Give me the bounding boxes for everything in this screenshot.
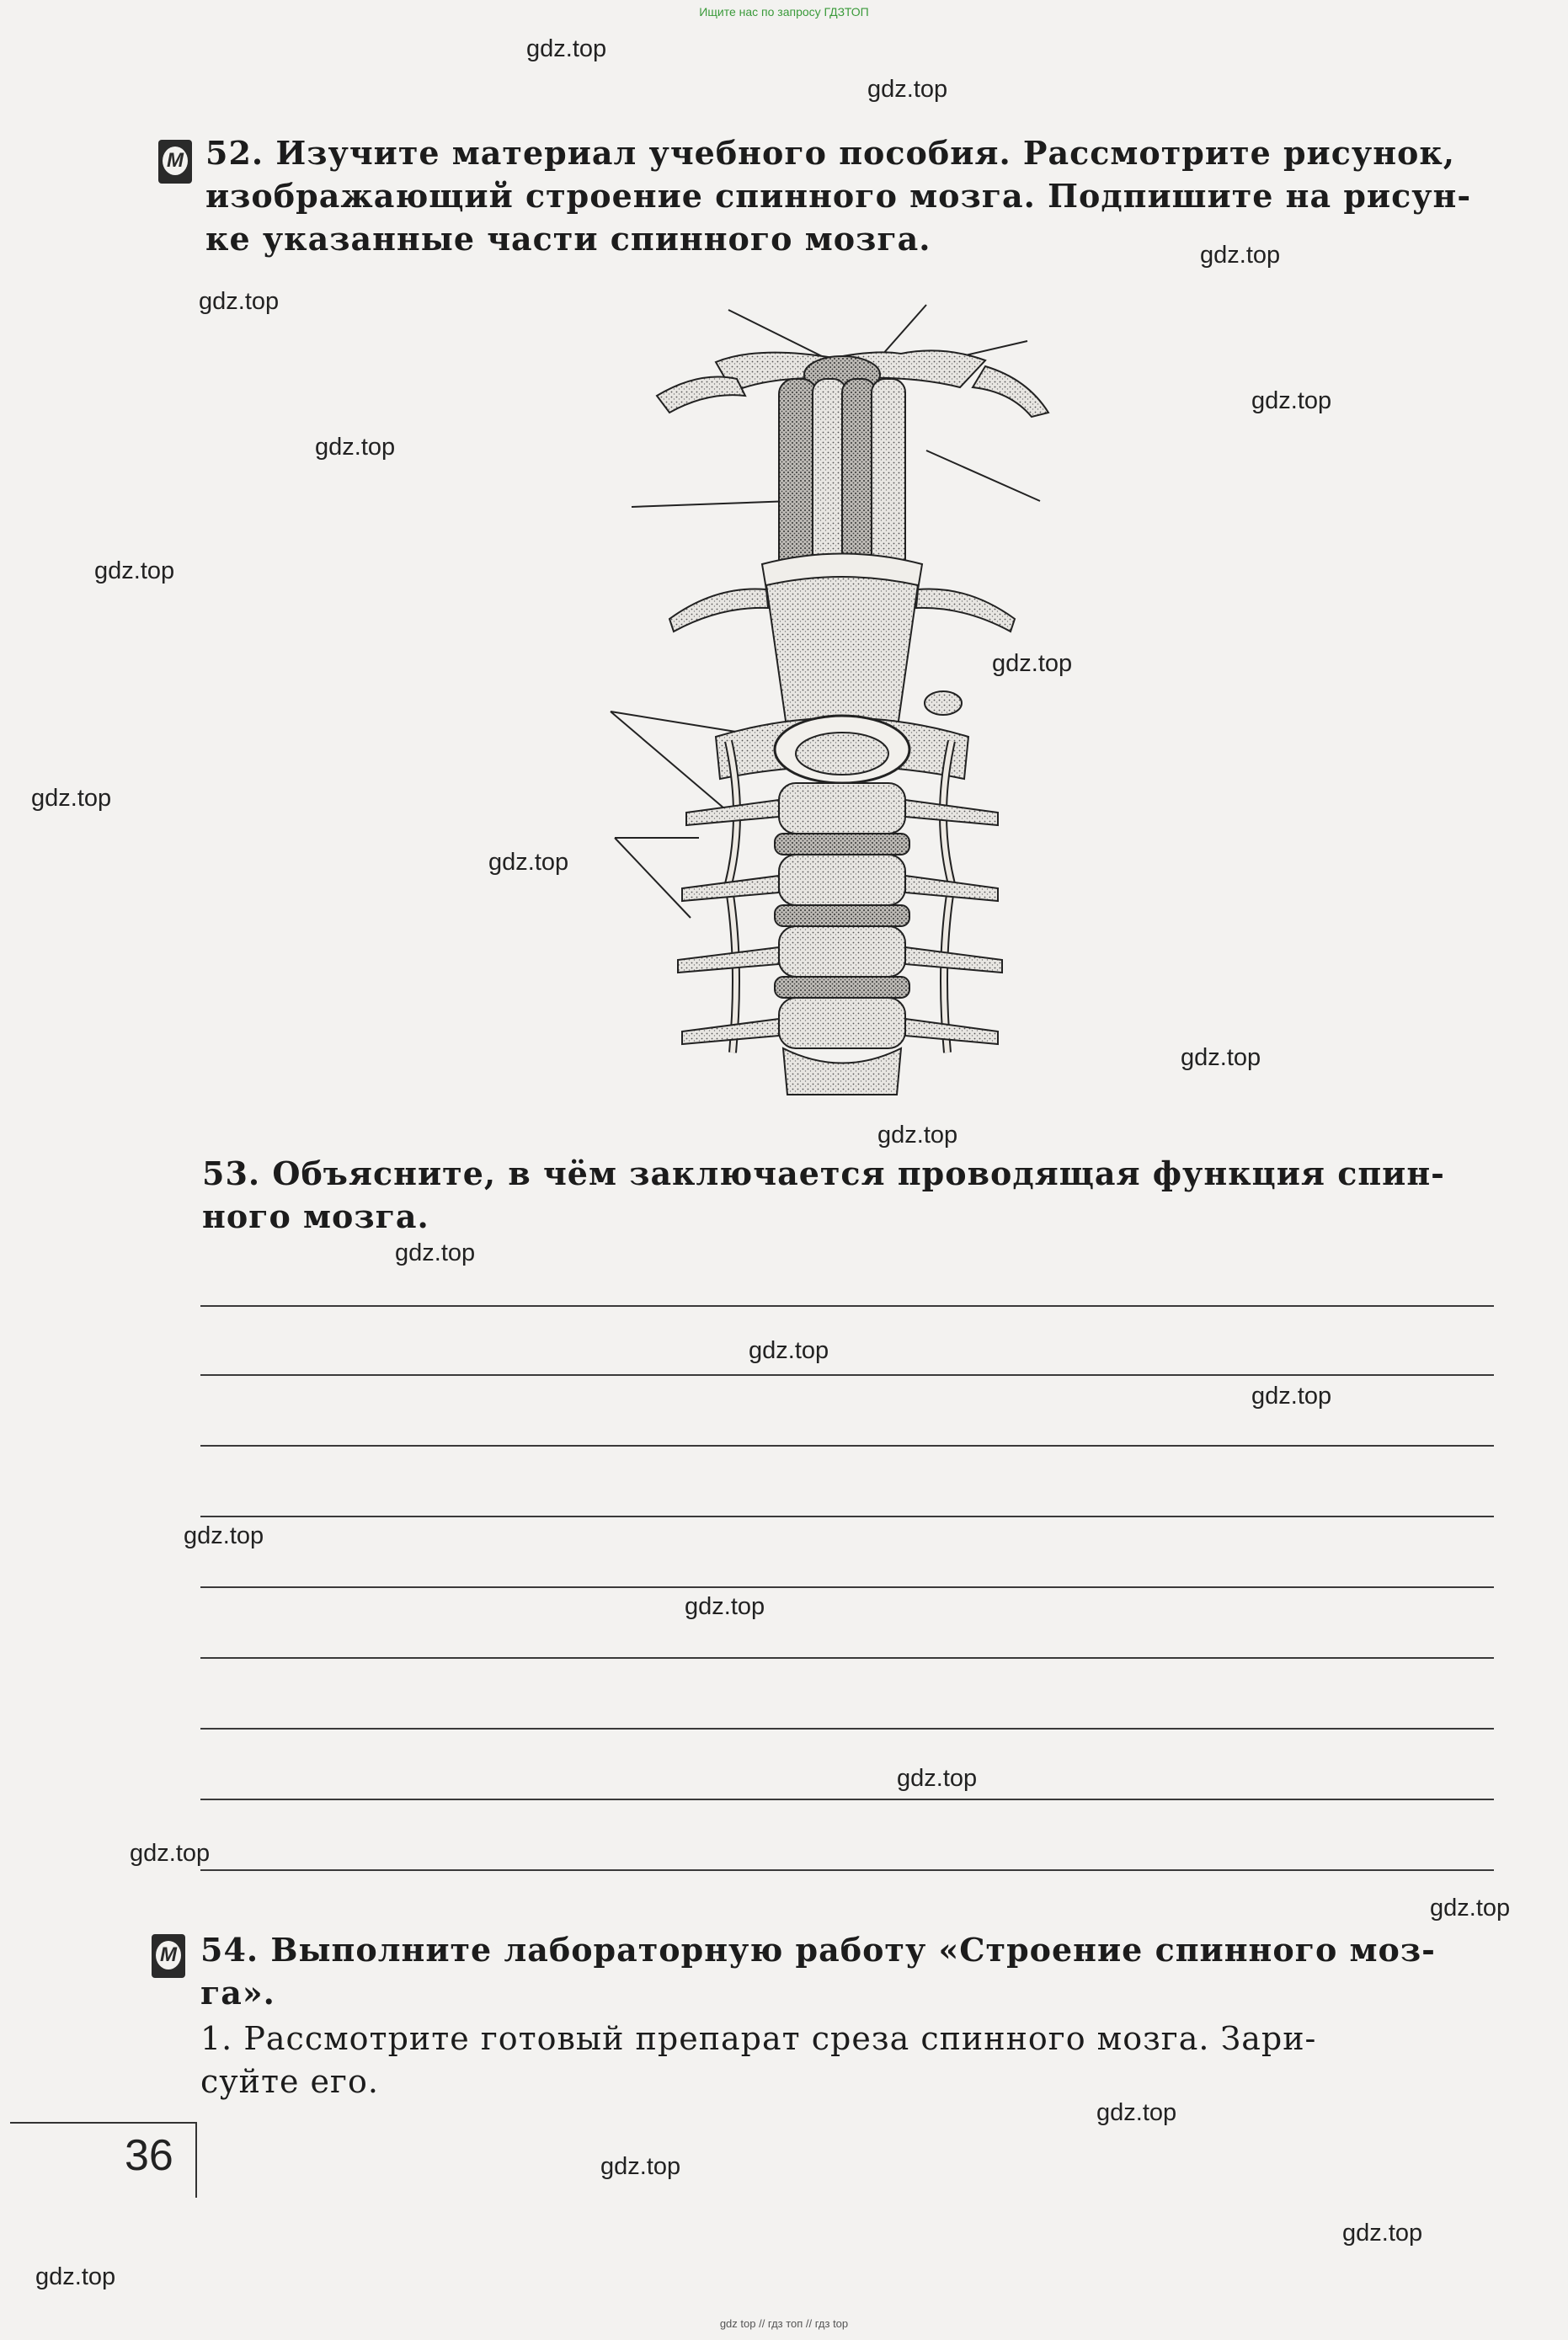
vertebra-body bbox=[774, 782, 910, 1095]
task-54-line: 54. Выполните лабораторную работу «Строе… bbox=[200, 1931, 1436, 1969]
leader-line bbox=[610, 711, 725, 809]
watermark: gdz.top bbox=[992, 650, 1073, 677]
watermark: gdz.top bbox=[130, 1840, 211, 1867]
watermark: gdz.top bbox=[315, 434, 396, 461]
answer-line[interactable] bbox=[200, 1516, 1494, 1517]
watermark: gdz.top bbox=[184, 1522, 264, 1549]
answer-line[interactable] bbox=[200, 1445, 1494, 1447]
answer-line[interactable] bbox=[200, 1657, 1494, 1659]
watermark: gdz.top bbox=[395, 1239, 476, 1266]
watermark: gdz.top bbox=[1200, 242, 1281, 269]
answer-line[interactable] bbox=[200, 1305, 1494, 1307]
watermark: gdz.top bbox=[526, 35, 607, 62]
watermark: gdz.top bbox=[31, 785, 112, 812]
watermark: gdz.top bbox=[897, 1765, 978, 1792]
leader-line bbox=[631, 500, 792, 508]
task-52-line: ке указанные части спинного мозга. bbox=[205, 220, 931, 258]
page-number: 36 bbox=[125, 2131, 173, 2180]
task-53-line: ного мозга. bbox=[202, 1197, 429, 1235]
watermark: gdz.top bbox=[1096, 2099, 1177, 2126]
watermark: gdz.top bbox=[94, 557, 175, 584]
task-52-line: изображающий строение спинного мозга. По… bbox=[205, 177, 1472, 215]
bottom-banner: gdz top // гдз топ // гдз top bbox=[719, 2317, 849, 2330]
top-banner: Ищите нас по запросу ГДЗТОП bbox=[699, 5, 869, 19]
watermark: gdz.top bbox=[685, 1593, 765, 1620]
leader-line bbox=[728, 309, 835, 363]
answer-line[interactable] bbox=[200, 1869, 1494, 1871]
method-icon-letter: M bbox=[160, 1943, 177, 1966]
method-icon: M bbox=[152, 1934, 185, 1978]
answer-line[interactable] bbox=[200, 1728, 1494, 1730]
leader-line bbox=[614, 837, 691, 919]
method-icon-letter: M bbox=[167, 149, 184, 172]
answer-line[interactable] bbox=[200, 1374, 1494, 1376]
watermark: gdz.top bbox=[1181, 1044, 1261, 1071]
task-54-line: га». bbox=[200, 1974, 275, 2012]
task-52-line: 52. Изучите материал учебного пособия. Р… bbox=[205, 134, 1456, 172]
watermark: gdz.top bbox=[749, 1337, 829, 1364]
leader-line bbox=[610, 711, 742, 733]
watermark: gdz.top bbox=[1342, 2220, 1423, 2247]
answer-line[interactable] bbox=[200, 1799, 1494, 1800]
watermark: gdz.top bbox=[199, 288, 280, 315]
task-54-step-line: суйте его. bbox=[200, 2063, 379, 2100]
watermark: gdz.top bbox=[488, 849, 569, 876]
method-icon: M bbox=[158, 140, 192, 184]
page-frame bbox=[195, 2122, 197, 2198]
answer-line[interactable] bbox=[200, 1586, 1494, 1588]
watermark: gdz.top bbox=[35, 2263, 116, 2290]
vertebra bbox=[714, 714, 970, 785]
watermark: gdz.top bbox=[867, 76, 948, 103]
task-54-step: 1. Рассмотрите готовый препарат среза сп… bbox=[200, 2018, 1316, 2103]
task-53-line: 53. Объясните, в чём заключается проводя… bbox=[202, 1154, 1445, 1192]
task-54-text: 54. Выполните лабораторную работу «Строе… bbox=[200, 1928, 1436, 2014]
watermark: gdz.top bbox=[600, 2153, 681, 2180]
task-53-text: 53. Объясните, в чём заключается проводя… bbox=[202, 1152, 1445, 1238]
watermark: gdz.top bbox=[1430, 1895, 1511, 1922]
task-52-text: 52. Изучите материал учебного пособия. Р… bbox=[205, 131, 1471, 260]
spinal-cord-figure bbox=[610, 304, 1050, 1095]
task-54-step-line: 1. Рассмотрите готовый препарат среза сп… bbox=[200, 2020, 1317, 2057]
watermark: gdz.top bbox=[877, 1122, 958, 1149]
leader-line bbox=[925, 450, 1041, 502]
page-frame bbox=[10, 2122, 197, 2124]
watermark: gdz.top bbox=[1251, 1383, 1332, 1410]
watermark: gdz.top bbox=[1251, 387, 1332, 414]
